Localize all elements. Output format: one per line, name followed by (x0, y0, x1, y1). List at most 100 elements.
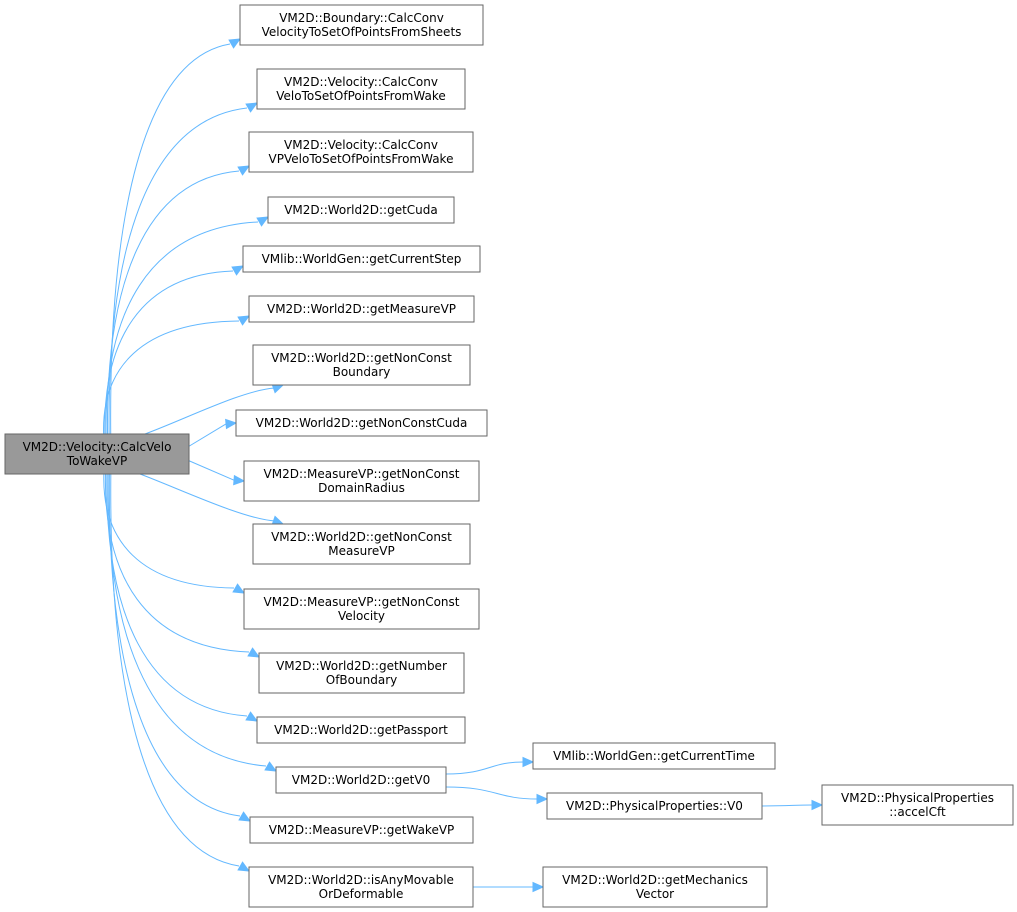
edge-line (761, 804, 813, 807)
node-getCurrentTime[interactable]: VMlib::WorldGen::getCurrentTime (532, 742, 776, 770)
arrowhead-icon (247, 647, 261, 658)
arrowhead-icon (536, 793, 549, 805)
node-box (275, 766, 447, 794)
node-label: VM2D::MeasureVP::getNonConst (264, 595, 460, 609)
node-box (4, 433, 190, 475)
node-box (243, 460, 480, 502)
arrowhead-icon (237, 315, 251, 326)
edge-line (445, 786, 538, 800)
edge-calcVeloToWakeVP-to-velocityCalcConvVPVelo (107, 165, 251, 435)
node-label: DomainRadius (318, 481, 405, 495)
node-label: Vector (636, 887, 674, 901)
node-box (532, 742, 776, 770)
node-label: VM2D::World2D::getMechanics (562, 873, 748, 887)
edge-line (107, 170, 240, 435)
node-label: OfBoundary (326, 673, 397, 687)
node-getWakeVP[interactable]: VM2D::MeasureVP::getWakeVP (249, 816, 474, 844)
node-box (248, 295, 475, 323)
node-label: VelocityToSetOfPointsFromSheets (262, 25, 462, 39)
edge-calcVeloToWakeVP-to-getMeasureVP (103, 315, 251, 435)
node-label: VMlib::WorldGen::getCurrentTime (553, 749, 755, 763)
arrowhead-icon (232, 583, 246, 594)
edge-calcVeloToWakeVP-to-getNonConstCuda (188, 418, 238, 447)
node-label: Velocity (338, 609, 385, 623)
node-box (258, 652, 465, 694)
node-velocityCalcConvVPVelo[interactable]: VM2D::Velocity::CalcConvVPVeloToSetOfPoi… (248, 131, 474, 173)
edge-line (103, 473, 235, 589)
node-label: VPVeloToSetOfPointsFromWake (269, 152, 454, 166)
node-boundaryCalcConvVelocity[interactable]: VM2D::Boundary::CalcConvVelocityToSetOfP… (239, 4, 484, 46)
node-box (821, 784, 1014, 826)
node-getCuda[interactable]: VM2D::World2D::getCuda (267, 196, 455, 224)
node-box (542, 866, 768, 908)
node-label: VM2D::Boundary::CalcConv (279, 11, 444, 25)
node-label: VM2D::World2D::getCuda (284, 203, 438, 217)
edge-calcVeloToWakeVP-to-getWakeVP (108, 473, 252, 822)
node-getCurrentStep[interactable]: VMlib::WorldGen::getCurrentStep (242, 245, 481, 273)
node-label: VM2D::World2D::getNonConst (271, 351, 452, 365)
node-label: VM2D::World2D::getNonConst (271, 530, 452, 544)
edge-line (188, 423, 227, 447)
arrowhead-icon (532, 881, 545, 893)
node-box (267, 196, 455, 224)
arrowhead-icon (256, 216, 270, 227)
node-getMeasureVP[interactable]: VM2D::World2D::getMeasureVP (248, 295, 475, 323)
edge-line (103, 320, 240, 435)
edge-calcVeloToWakeVP-to-getCurrentStep (104, 265, 245, 435)
node-box (252, 344, 471, 386)
node-physV0[interactable]: VM2D::PhysicalProperties::V0 (546, 792, 763, 820)
node-getNonConstCuda[interactable]: VM2D::World2D::getNonConstCuda (235, 409, 488, 437)
edge-getV0-to-physV0 (445, 786, 549, 805)
arrowhead-icon (245, 711, 259, 722)
node-getPassport[interactable]: VM2D::World2D::getPassport (256, 716, 466, 744)
node-label: VMlib::WorldGen::getCurrentStep (262, 252, 462, 266)
node-label: VM2D::World2D::getV0 (292, 773, 430, 787)
node-label: Boundary (333, 365, 391, 379)
node-box (235, 409, 488, 437)
edge-calcVeloToWakeVP-to-getNumberOfBoundary (104, 473, 261, 658)
node-accelCft[interactable]: VM2D::PhysicalProperties::accelCft (821, 784, 1014, 826)
node-box (248, 131, 474, 173)
node-label: VM2D::World2D::isAnyMovable (268, 873, 454, 887)
node-box (546, 792, 763, 820)
edge-line (139, 473, 276, 522)
node-label: VM2D::World2D::getNumber (276, 659, 447, 673)
arrowhead-icon (228, 38, 242, 49)
edge-line (104, 270, 234, 435)
node-label: VM2D::Velocity::CalcVelo (23, 440, 172, 454)
edge-calcVeloToWakeVP-to-isAnyMovable (110, 473, 251, 872)
arrowhead-icon (233, 474, 246, 486)
arrowhead-icon (522, 756, 535, 768)
edge-getV0-to-getCurrentTime (445, 756, 535, 775)
edge-line (144, 387, 276, 435)
arrowhead-icon (245, 102, 259, 113)
node-label: VeloToSetOfPointsFromWake (276, 89, 445, 103)
arrowhead-icon (264, 761, 278, 772)
node-label: VM2D::Velocity::CalcConv (284, 75, 438, 89)
node-label: VM2D::PhysicalProperties (841, 791, 994, 805)
arrowhead-icon (237, 861, 251, 872)
node-box (256, 68, 466, 110)
arrowhead-icon (238, 811, 252, 822)
edge-line (188, 460, 235, 481)
node-box (256, 716, 466, 744)
node-label: ToWakeVP (66, 454, 127, 468)
node-box (249, 816, 474, 844)
node-getV0[interactable]: VM2D::World2D::getV0 (275, 766, 447, 794)
node-velocityCalcConvVelo[interactable]: VM2D::Velocity::CalcConvVeloToSetOfPoint… (256, 68, 466, 110)
node-label: OrDeformable (319, 887, 404, 901)
node-box (248, 866, 474, 908)
node-label: VM2D::World2D::getPassport (274, 723, 448, 737)
edge-line (107, 473, 267, 767)
edge-line (104, 473, 250, 653)
